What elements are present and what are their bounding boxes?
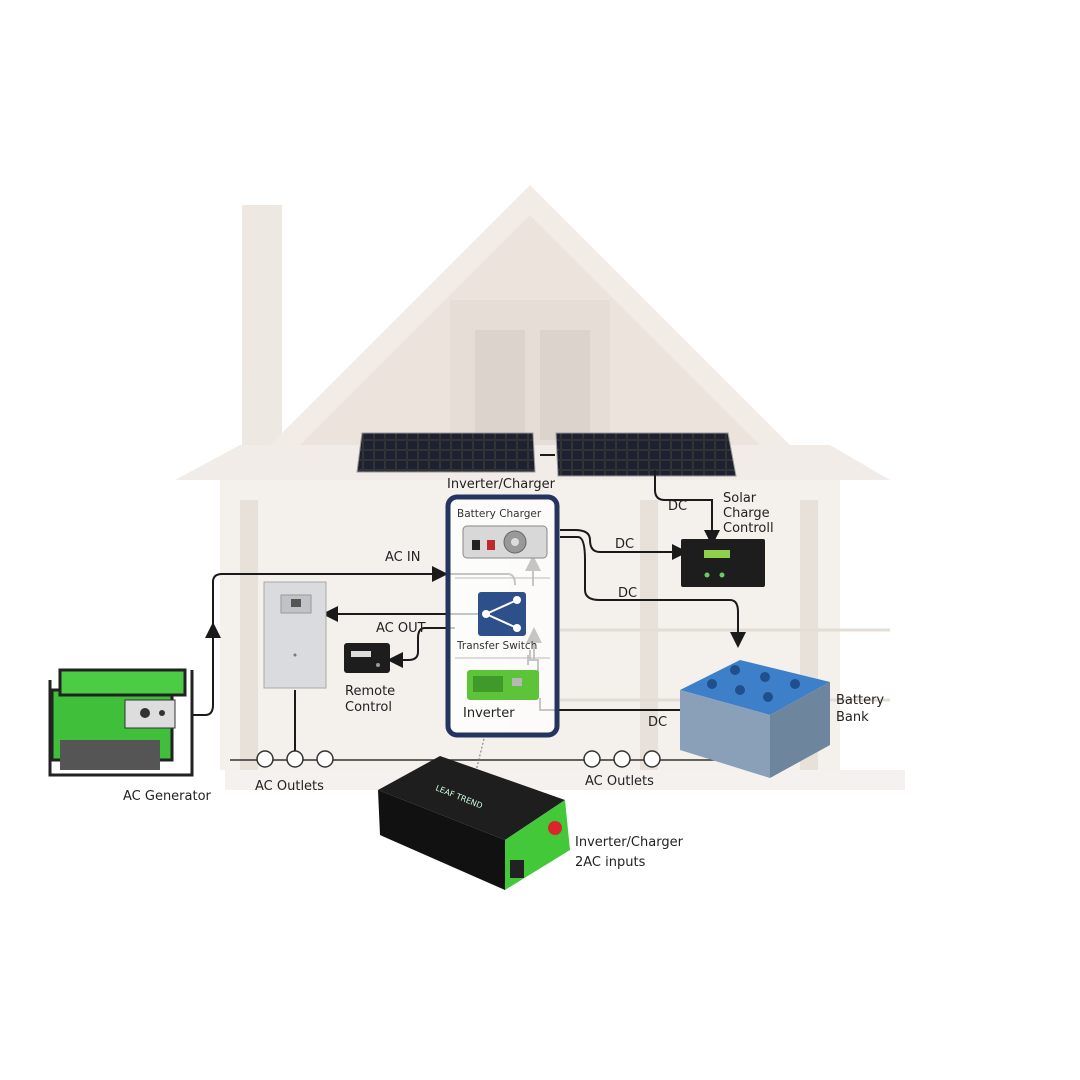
solar-charge-controller (681, 539, 765, 587)
ac-out-label: AC OUT (376, 621, 426, 636)
ac-outlets-left-label: AC Outlets (255, 779, 324, 794)
solar-panels (356, 432, 737, 477)
ac-distribution-panel (263, 581, 327, 689)
remote-control-label-2: Control (345, 700, 392, 715)
ac-outlets-left (256, 750, 334, 768)
dc-label-battery: DC (618, 586, 637, 601)
ac-generator (48, 668, 194, 777)
solar-charge-label-1: Solar (723, 491, 757, 506)
solar-charge-label-2: Charge (723, 506, 770, 521)
inverter-charger-product: LEAF TREND (378, 756, 570, 890)
battery-bank (680, 660, 830, 778)
solar-panel-left (356, 432, 536, 473)
dc-label-solar: DC (668, 499, 687, 514)
inverter-board (467, 670, 539, 700)
solar-charge-label-3: Controll (723, 521, 774, 536)
battery-charger-label: Battery Charger (457, 508, 542, 520)
ac-outlets-right (583, 750, 661, 768)
remote-control-device (344, 643, 390, 673)
product-label-1: Inverter/Charger (575, 835, 684, 850)
transfer-switch-label: Transfer Switch (456, 640, 537, 652)
transfer-switch-icon (478, 592, 526, 636)
remote-control-label-1: Remote (345, 684, 395, 699)
ac-in-label: AC IN (385, 550, 420, 565)
battery-bank-label-2: Bank (836, 710, 869, 725)
battery-charger-device (462, 525, 548, 559)
solar-panel-right (555, 432, 737, 477)
dc-label-inverter: DC (648, 715, 667, 730)
inverter-charger-title: Inverter/Charger (447, 477, 556, 492)
inverter-label: Inverter (463, 706, 515, 721)
product-label-2: 2AC inputs (575, 855, 646, 870)
ac-generator-label: AC Generator (123, 789, 212, 804)
battery-bank-label-1: Battery (836, 693, 884, 708)
dc-label-charger: DC (615, 537, 634, 552)
ac-outlets-right-label: AC Outlets (585, 774, 654, 789)
